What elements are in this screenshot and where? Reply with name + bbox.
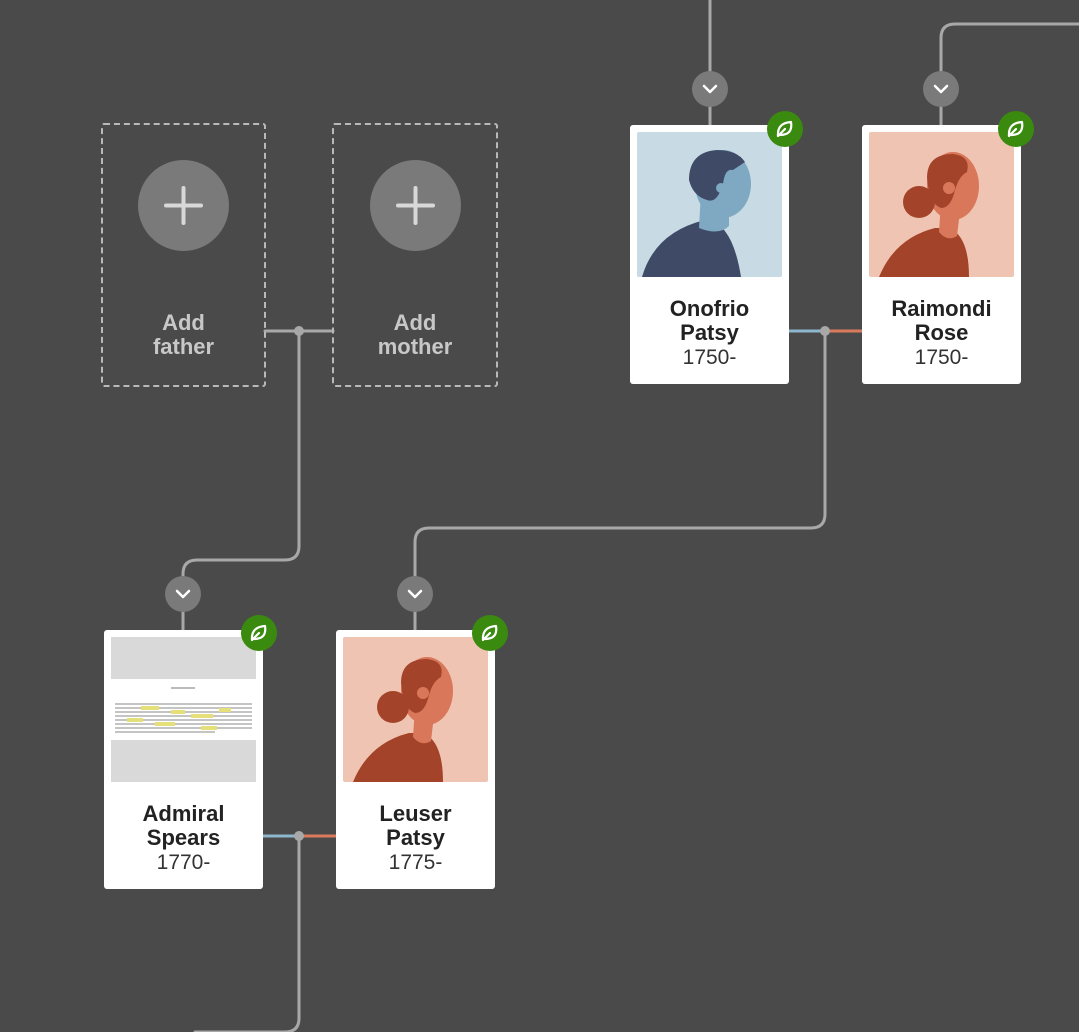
person-first-name: Onofrio <box>669 296 750 321</box>
leaf-hint-icon <box>250 624 267 642</box>
add-father-card[interactable]: Add father <box>101 123 266 387</box>
hint-badge-raimondi[interactable] <box>998 111 1034 147</box>
person-dates: 1775- <box>388 851 443 874</box>
plus-icon <box>396 186 435 225</box>
person-last-name: Patsy <box>386 825 445 850</box>
leaf-hint-icon <box>776 120 793 138</box>
chevron-down-icon <box>702 84 718 94</box>
leaf-hint-icon <box>1007 120 1024 138</box>
avatar <box>869 132 1014 277</box>
person-first-name: Raimondi <box>891 296 992 321</box>
person-last-name: Patsy <box>680 320 739 345</box>
person-dates: 1750- <box>682 346 737 369</box>
chevron-down-icon <box>407 589 423 599</box>
person-last-name: Spears <box>146 825 221 850</box>
plus-icon <box>164 186 203 225</box>
chevron-down-icon <box>175 589 191 599</box>
document-image <box>111 637 256 782</box>
hint-badge-onofrio[interactable] <box>767 111 803 147</box>
person-last-name: Rose <box>914 320 969 345</box>
person-card-onofrio-patsy[interactable]: Onofrio Patsy 1750- <box>630 125 789 384</box>
hint-badge-leuser[interactable] <box>472 615 508 651</box>
male-silhouette-icon <box>642 150 751 277</box>
person-dates: 1770- <box>156 851 211 874</box>
female-silhouette-icon <box>353 657 453 782</box>
person-dates: 1750- <box>914 346 969 369</box>
avatar <box>343 637 488 782</box>
female-silhouette-icon <box>879 152 979 277</box>
leaf-hint-icon <box>481 624 498 642</box>
expand-parents-leuser-button[interactable] <box>397 576 433 612</box>
chevron-down-icon <box>933 84 949 94</box>
person-card-raimondi-rose[interactable]: Raimondi Rose 1750- <box>862 125 1021 384</box>
person-card-leuser-patsy[interactable]: Leuser Patsy 1775- <box>336 630 495 889</box>
person-card-admiral-spears[interactable]: Admiral Spears 1770- <box>104 630 263 889</box>
add-mother-button[interactable] <box>370 160 461 251</box>
person-first-name: Leuser <box>379 801 452 826</box>
add-father-label: Add father <box>152 310 215 359</box>
add-father-button[interactable] <box>138 160 229 251</box>
hint-badge-admiral[interactable] <box>241 615 277 651</box>
expand-parents-admiral-button[interactable] <box>165 576 201 612</box>
document-thumbnail <box>111 637 256 782</box>
expand-parents-onofrio-button[interactable] <box>692 71 728 107</box>
add-mother-label: Add mother <box>377 310 453 359</box>
add-mother-card[interactable]: Add mother <box>332 123 498 387</box>
avatar <box>637 132 782 277</box>
expand-parents-raimondi-button[interactable] <box>923 71 959 107</box>
person-first-name: Admiral <box>142 801 225 826</box>
